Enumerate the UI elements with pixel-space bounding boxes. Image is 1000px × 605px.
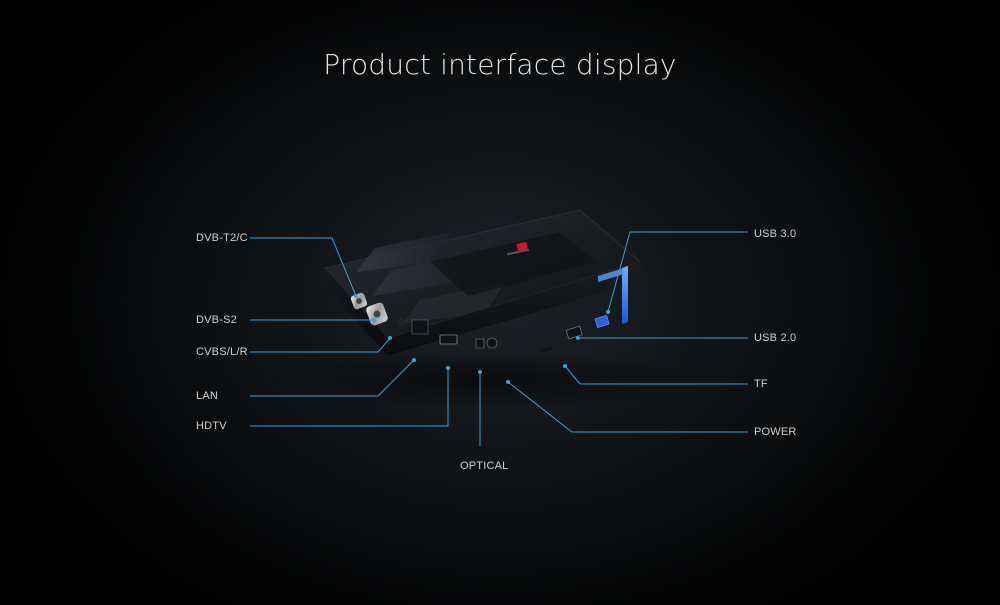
callout-dots: [354, 294, 610, 384]
usb2-port: [565, 325, 583, 340]
label-usb2: USB 2.0: [754, 332, 797, 344]
label-optical: OPTICAL: [460, 460, 509, 472]
av-port: [398, 318, 404, 326]
optical-port: [475, 338, 485, 349]
callout-line-power: [507, 381, 748, 433]
label-lan: LAN: [196, 390, 218, 402]
brand-logo-icon: [516, 242, 528, 251]
callout-line-lan: [250, 359, 415, 397]
label-power: POWER: [754, 426, 797, 438]
page-title: Product interface display: [323, 48, 677, 81]
label-hdtv: HDTV: [196, 420, 227, 432]
usb3-port: [594, 314, 610, 329]
power-port: [486, 337, 498, 349]
label-dvb-s2: DVB-S2: [196, 314, 237, 326]
callout-line-cvbs: [250, 337, 391, 353]
callout-line-usb3: [607, 231, 748, 313]
label-usb3: USB 3.0: [754, 228, 797, 240]
callout-line-tf: [564, 365, 748, 385]
label-cvbs: CVBS/L/R: [196, 346, 248, 358]
tv-box-device: [324, 209, 642, 357]
tf-slot: [539, 346, 553, 353]
callout-line-hdtv: [250, 368, 449, 427]
led-light-bar: [622, 266, 628, 324]
callout-lines: [250, 231, 748, 446]
callout-line-dvbt2c: [250, 237, 357, 297]
brand-wordmark: [507, 248, 529, 256]
hdmi-port: [439, 334, 458, 345]
label-dvb-t2c: DVB-T2/C: [196, 232, 248, 244]
lan-port: [411, 319, 429, 335]
label-tf: TF: [754, 378, 768, 390]
